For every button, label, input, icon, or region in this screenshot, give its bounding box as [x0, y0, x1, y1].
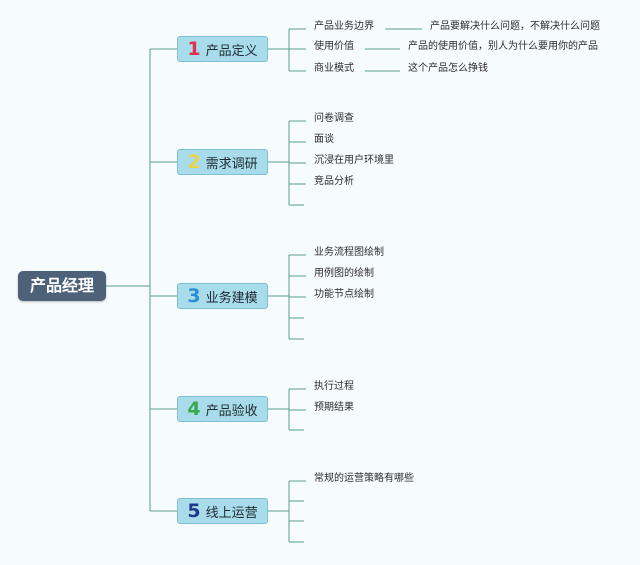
- leaf-topic[interactable]: 商业模式: [314, 63, 354, 74]
- leaf-topic[interactable]: 竞品分析: [314, 176, 354, 187]
- branch-label: 需求调研: [205, 156, 258, 172]
- leaf-topic[interactable]: 常规的运营策略有哪些: [314, 473, 414, 484]
- branch-number: 1: [187, 37, 201, 60]
- branch-number: 3: [187, 284, 201, 307]
- leaf-topic[interactable]: 业务流程图绘制: [314, 247, 384, 258]
- branch-label: 产品验收: [205, 403, 258, 419]
- leaf-note[interactable]: 产品要解决什么问题，不解决什么问题: [430, 21, 600, 32]
- leaf-topic[interactable]: 用例图的绘制: [314, 268, 374, 279]
- leaf-topic[interactable]: 功能节点绘制: [314, 289, 374, 300]
- branch-label: 业务建模: [205, 290, 258, 306]
- leaf-note[interactable]: 这个产品怎么挣钱: [408, 63, 488, 74]
- leaf-topic[interactable]: 执行过程: [314, 381, 354, 392]
- leaf-topic[interactable]: 问卷调查: [314, 113, 354, 124]
- branch-label: 线上运营: [205, 505, 258, 521]
- branch-number: 5: [187, 499, 201, 522]
- branch-label: 产品定义: [205, 43, 258, 59]
- branch-number: 2: [187, 150, 201, 173]
- leaf-topic[interactable]: 面谈: [314, 134, 334, 145]
- branch-number: 4: [187, 397, 201, 420]
- root-node[interactable]: 产品经理: [18, 271, 106, 301]
- leaf-topic[interactable]: 预期结果: [314, 402, 354, 413]
- leaf-note[interactable]: 产品的使用价值，别人为什么要用你的产品: [408, 41, 598, 52]
- leaf-topic[interactable]: 沉浸在用户环境里: [314, 155, 394, 166]
- leaf-topic[interactable]: 产品业务边界: [314, 21, 374, 32]
- leaf-topic[interactable]: 使用价值: [314, 41, 354, 52]
